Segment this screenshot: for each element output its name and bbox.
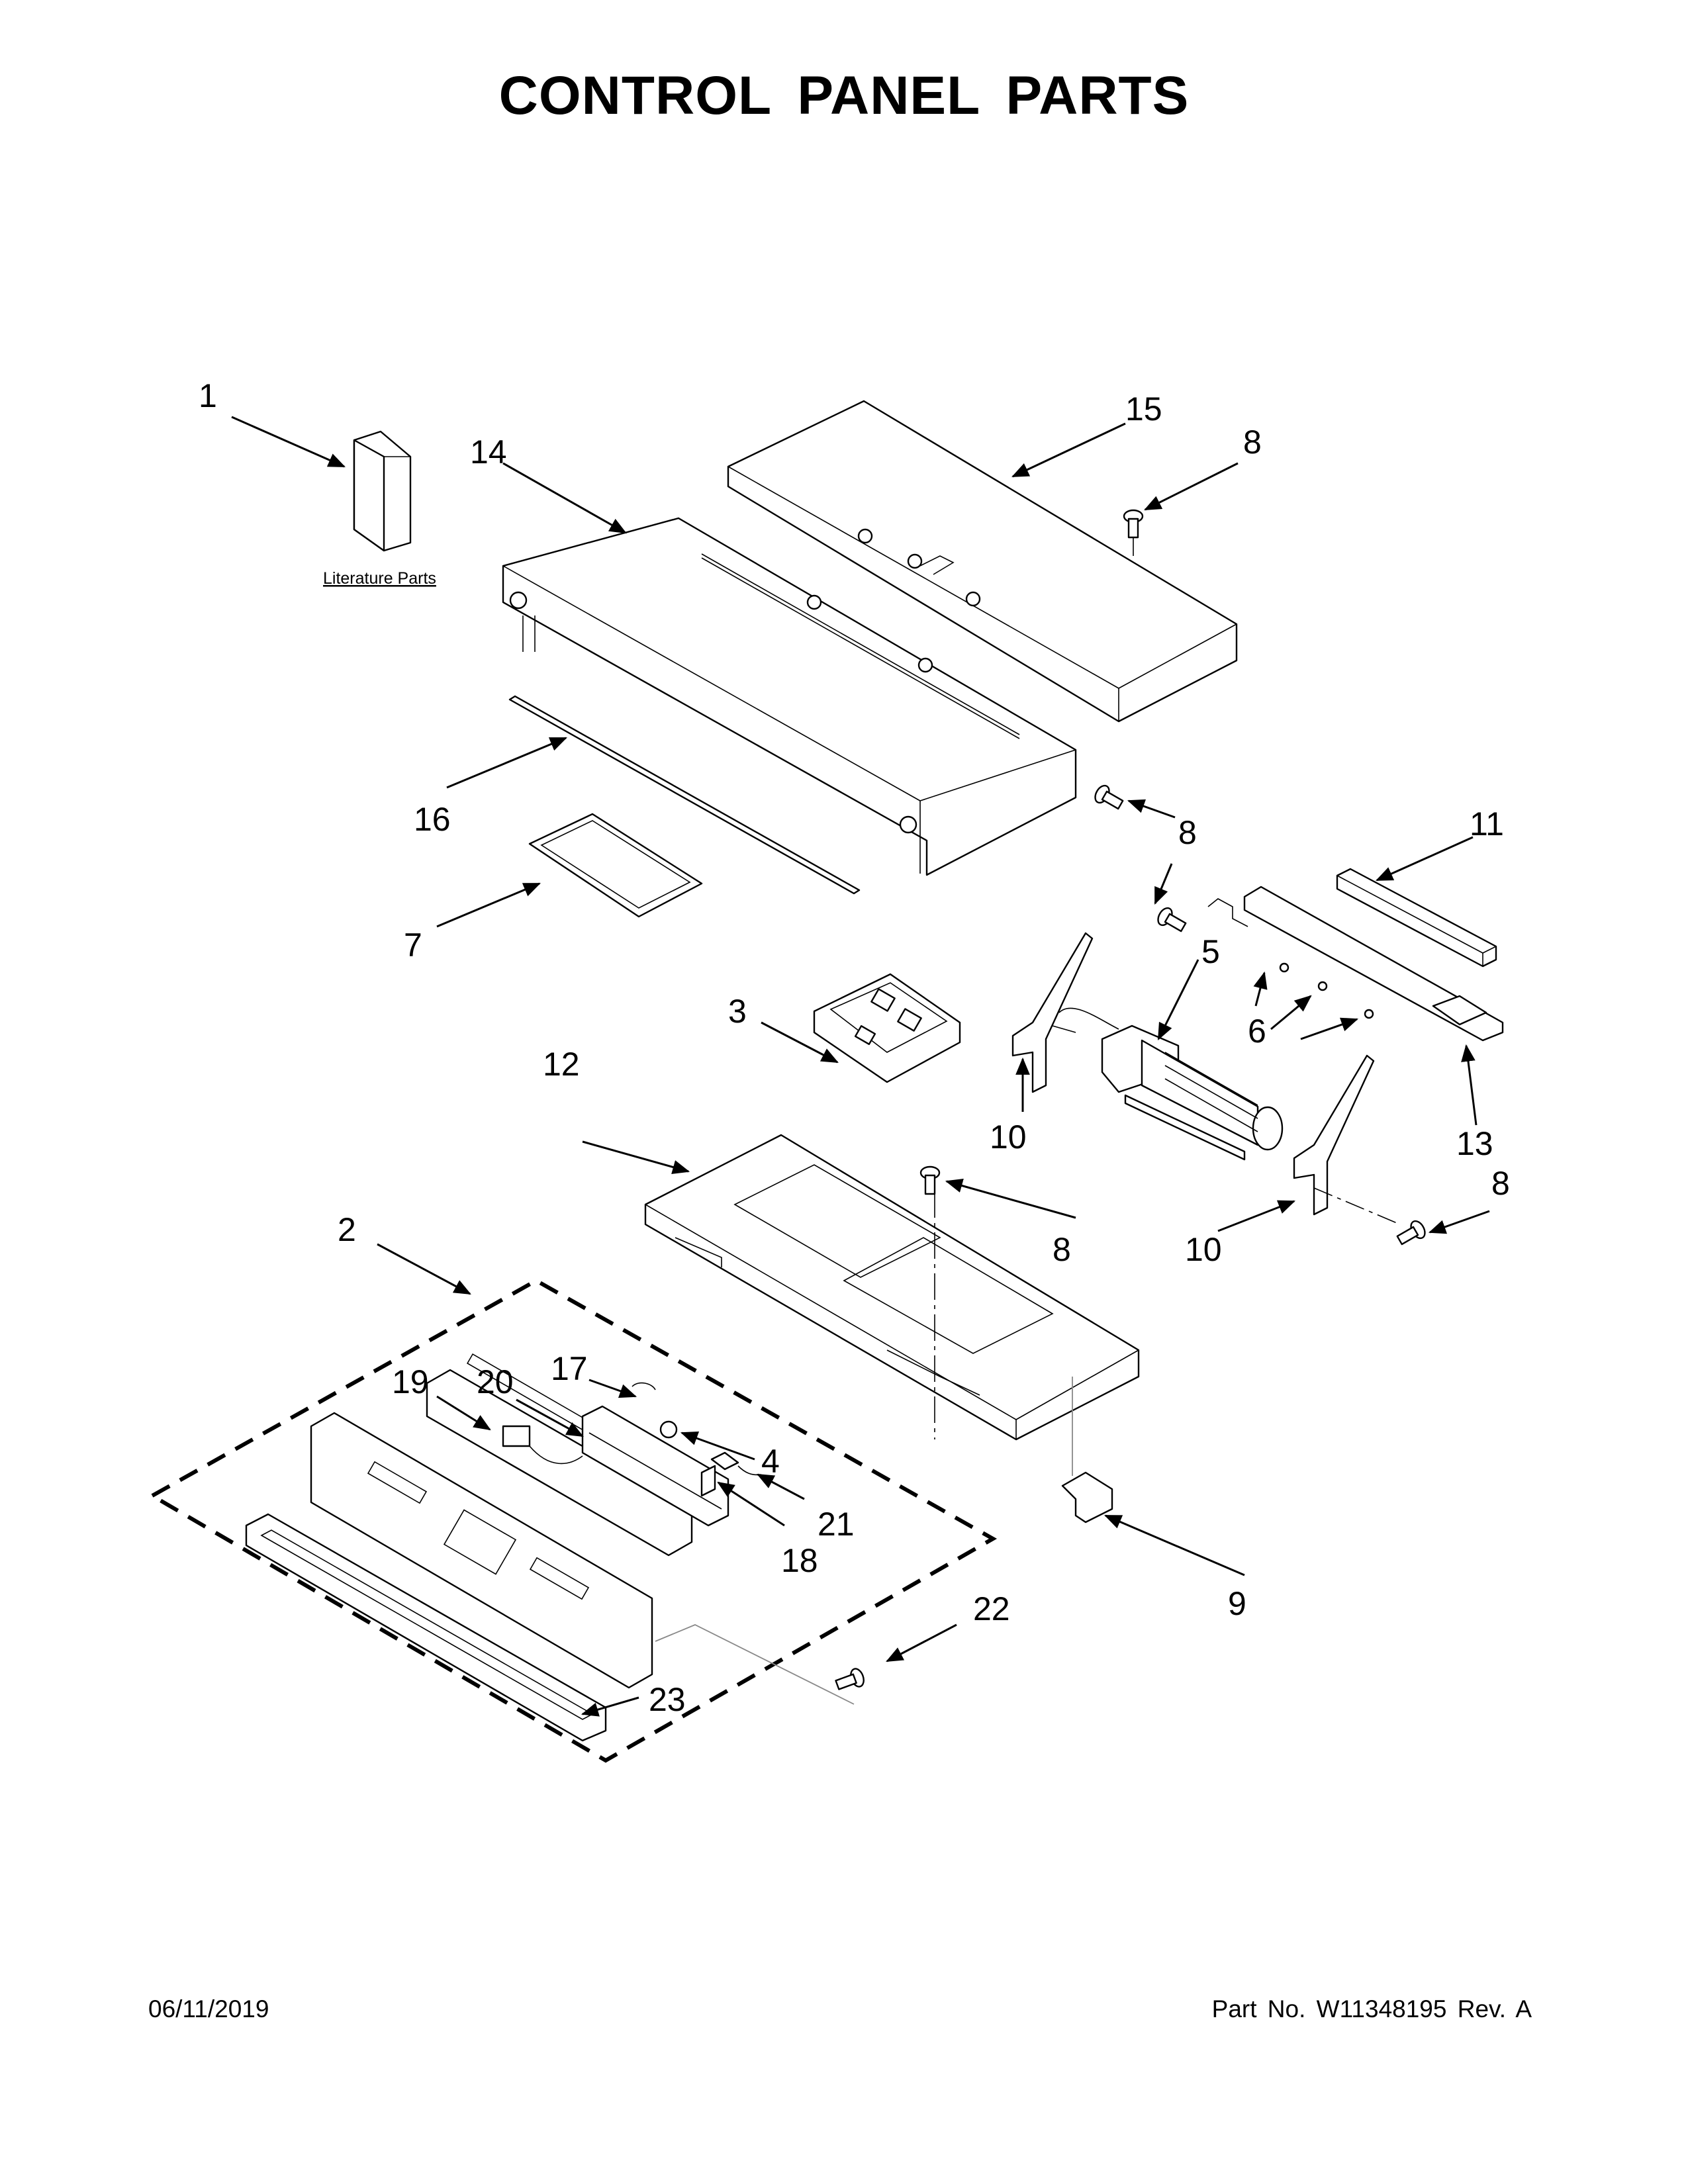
callout-23: 23 — [649, 1681, 686, 1718]
control-housing-part — [502, 517, 1077, 876]
callout-7: 7 — [404, 927, 422, 964]
callout-14: 14 — [470, 433, 507, 471]
literature-booklet-part — [353, 430, 412, 552]
electronic-control-board-part — [529, 1405, 729, 1527]
gasket-strip-part — [508, 695, 861, 895]
foam-strip-part — [1336, 868, 1497, 968]
relay-board-part — [813, 973, 961, 1083]
bracket-left-part — [1011, 932, 1094, 1093]
screw-parts — [835, 509, 1426, 1690]
callout-10-left: 10 — [990, 1118, 1027, 1156]
literature-parts-label: Literature Parts — [323, 569, 436, 588]
control-glass-part — [310, 1412, 653, 1689]
callout-5: 5 — [1201, 933, 1220, 970]
fan-bracket-rail-part — [1207, 886, 1504, 1042]
callout-19: 19 — [392, 1363, 429, 1400]
top-cover-part — [727, 400, 1238, 723]
callout-22: 22 — [973, 1590, 1010, 1627]
callout-18: 18 — [781, 1542, 818, 1579]
callout-3: 3 — [728, 993, 747, 1030]
callout-8-housing: 8 — [1178, 814, 1197, 851]
bracket-right-part — [1293, 1054, 1375, 1216]
revision-date: 06/11/2019 — [148, 1995, 269, 2023]
callout-21: 21 — [818, 1506, 855, 1543]
callout-9: 9 — [1228, 1585, 1246, 1622]
blower-fan-part — [1052, 1007, 1284, 1161]
control-assembly-boundary — [148, 1278, 998, 1763]
callout-8-plate: 8 — [1053, 1231, 1071, 1268]
filter-part — [528, 813, 703, 918]
page-title: CONTROL PANEL PARTS — [498, 66, 1190, 126]
callout-6: 6 — [1248, 1013, 1266, 1050]
callout-20: 20 — [477, 1363, 514, 1400]
callout-8-top: 8 — [1243, 424, 1262, 461]
part-number: Part No. W11348195 Rev. A — [1211, 1995, 1532, 2023]
callout-17: 17 — [551, 1350, 588, 1387]
callout-1: 1 — [199, 377, 217, 414]
bottom-plate-part — [644, 1134, 1140, 1441]
callout-16: 16 — [414, 801, 451, 838]
support-bracket-part — [1061, 1377, 1113, 1524]
clip-parts — [1279, 962, 1374, 1019]
callout-11: 11 — [1470, 805, 1504, 842]
callout-4: 4 — [761, 1443, 780, 1480]
callout-13: 13 — [1456, 1125, 1493, 1162]
callout-10-right: 10 — [1185, 1231, 1222, 1268]
callout-12: 12 — [543, 1046, 580, 1083]
callout-8-bracket: 8 — [1491, 1165, 1510, 1202]
leader-lines — [231, 416, 1490, 1717]
callout-2: 2 — [338, 1211, 356, 1248]
callout-15: 15 — [1125, 390, 1162, 428]
